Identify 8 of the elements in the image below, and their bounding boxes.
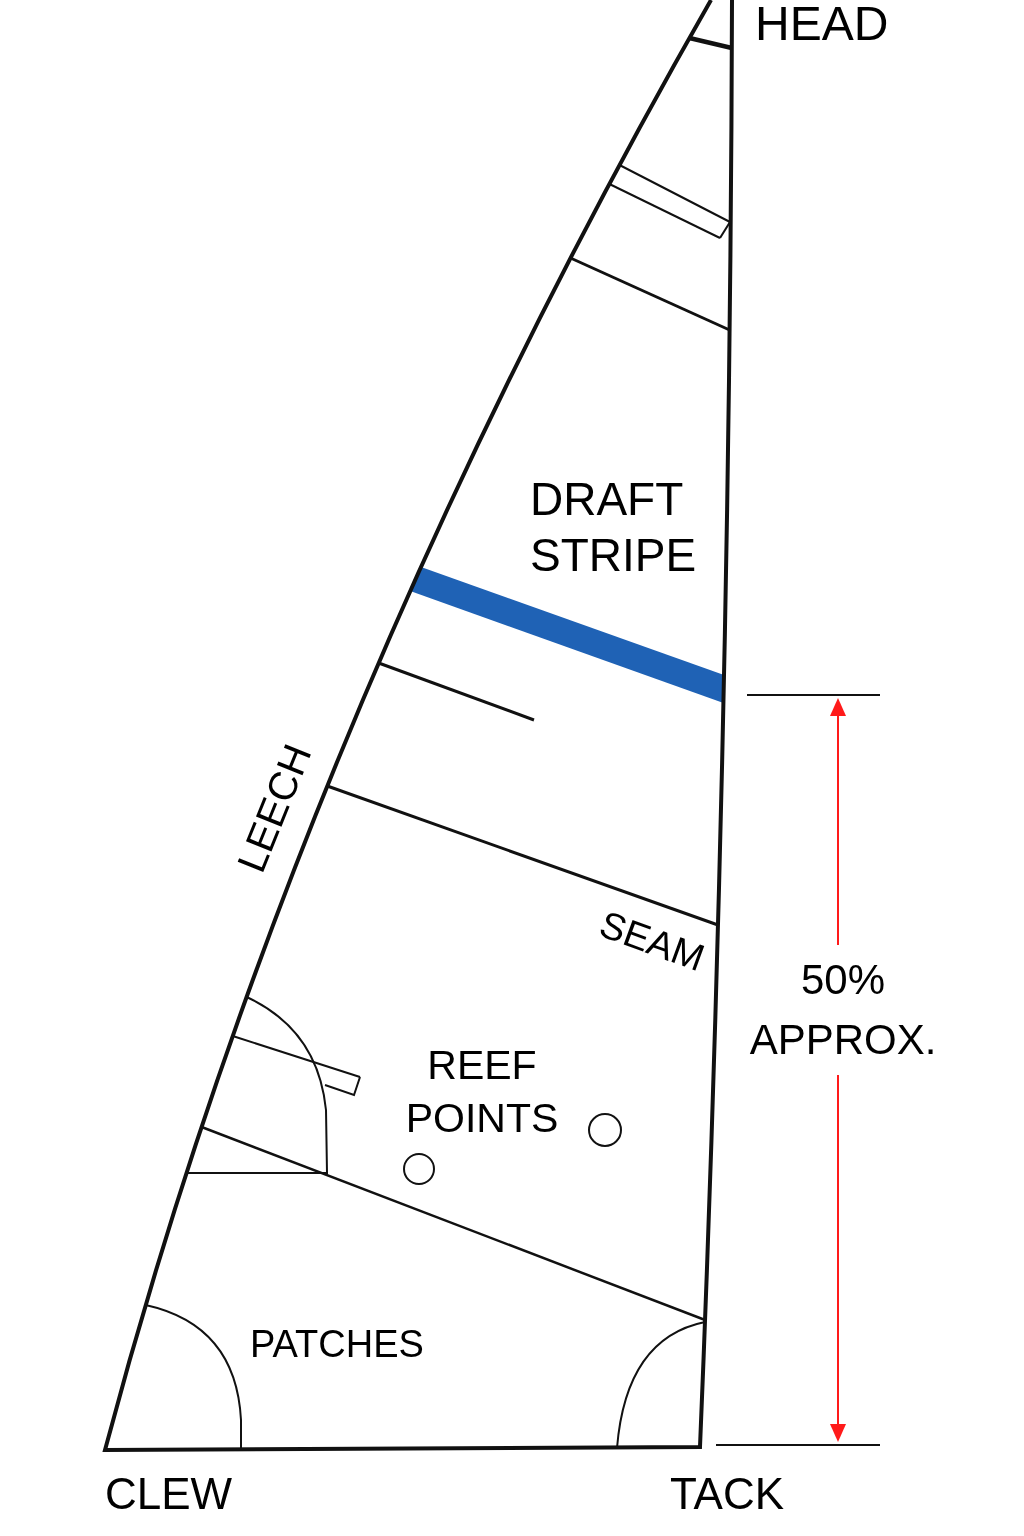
part-label: CLEW: [105, 1472, 233, 1516]
part-label: TACK: [670, 1472, 785, 1516]
part-label: DRAFT STRIPE: [530, 472, 698, 583]
dimension-label: 50% APPROX.: [748, 955, 938, 1065]
part-label: HEAD: [755, 0, 889, 48]
part-label: REEF POINTS: [404, 1041, 560, 1143]
part-label: PATCHES: [250, 1325, 424, 1363]
part-label: SEAM: [594, 904, 710, 978]
